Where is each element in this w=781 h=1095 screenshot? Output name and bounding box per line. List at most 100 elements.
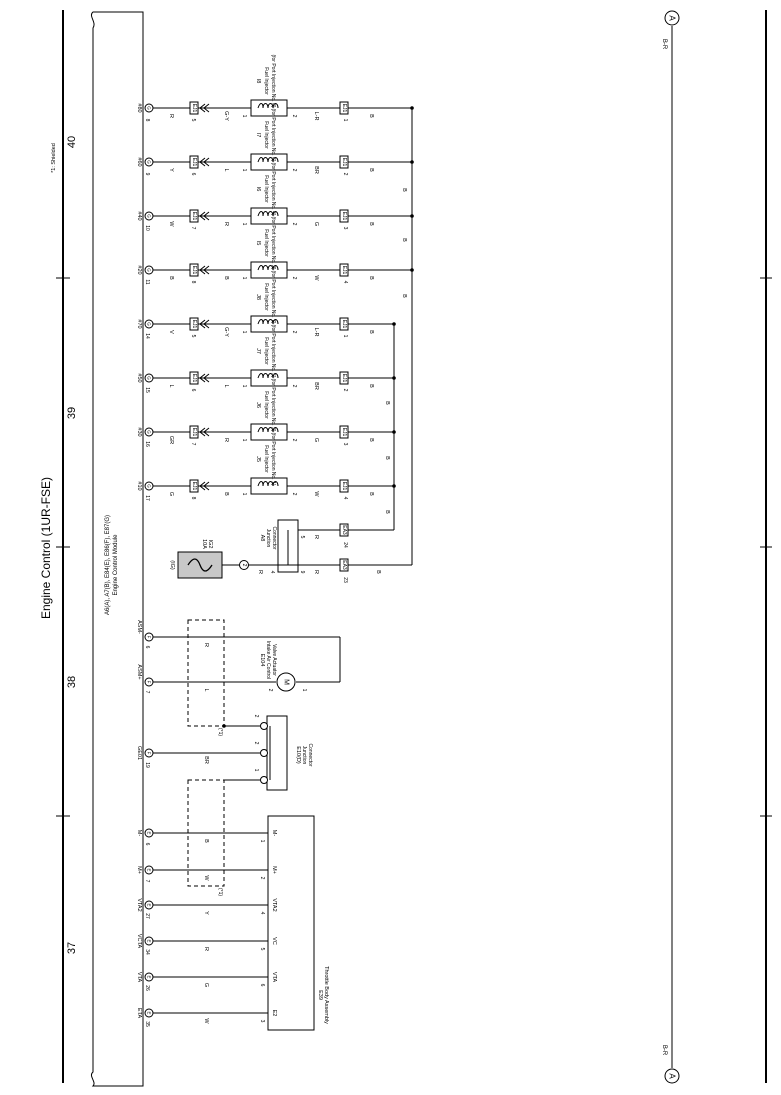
injector-ej-connector [189,371,199,385]
injector-wire-in-color: R [223,222,229,226]
injector-ej-connector [189,317,199,331]
injector-wire-in-color: L [223,384,229,387]
injector-wire-in-color: B [223,492,229,496]
injector-body [250,369,288,387]
ea3-bottom-connector-label: EA3 [341,560,347,570]
injector-ecm-pin-name: #20 [136,265,142,274]
ea3-top-connector [339,523,349,537]
injector-body [250,261,288,279]
throttle-wire-color: W [203,875,209,881]
injector-ej-out-connector-label: EJ1 [341,212,347,221]
iacv-shield-tag: (*1) [217,728,223,736]
junction-a8-pin: 5 [299,536,305,539]
throttle-ecm-pin-no: 27 [144,913,150,919]
page-number: 37 [66,942,78,954]
injector-wire-in-color: R [223,438,229,442]
junction-a8-ref: A8 [259,535,265,542]
injector-ej-connector [189,101,199,115]
injector-tail-wire-color: B [368,222,374,226]
injector-coil-icon [257,211,279,217]
injector-ej-chevron [199,427,210,437]
ge01-pin-name: GE01 [136,746,142,760]
junction-e10-name2: Connector [307,743,313,766]
injector-ecm-wire-color: G [168,492,174,496]
injector-ecm-conn: G [147,268,152,272]
injector-wire-out-color: G [313,222,319,226]
injector-ej-out-pin: 1 [342,335,348,338]
injector-ej-connector-label: EJ1 [191,482,197,491]
throttle-wire-color: G [203,983,209,987]
throttle-ecm-terminal [144,972,154,982]
injector-ej-out-connector-label: EJ1 [341,104,347,113]
injector-ref: J8 [255,294,261,300]
injector-ecm-pin-no: 16 [144,441,150,447]
iacv-name: Intake Air Control [265,641,271,679]
injector-ref: J6 [255,402,261,408]
injector-ecm-pin-name: #30 [136,427,142,436]
iacv-wire-color: R [203,643,209,647]
ge01-wire-color: BR [203,756,209,764]
fuse-node-circle [239,560,249,570]
iacv-dev-pin: 2 [267,689,273,692]
injector-ecm-wire-color: L [168,384,174,387]
injector-ecm-wire-color: GR [168,436,174,444]
injector-ej-out-pin: 3 [342,443,348,446]
throttle-ecm-pin-name: VCTA [136,934,142,949]
throttle-wire-color: Y [203,911,209,915]
throttle-body-box [267,815,315,1031]
injector-ecm-conn: G [147,484,152,488]
throttle-dev-pin: 1 [259,840,265,843]
injector-sub: (for Port Injection No. 3) [270,378,276,431]
injector-wire-out-color: L-R [313,328,319,337]
injector-ej-connector-label: EJ1 [191,266,197,275]
junction-a8-box [277,519,299,573]
injector-ecm-pin-no: 14 [144,333,150,339]
injector-name: Fuel Injector [263,229,269,257]
injector-ej-connector-label: EJ1 [191,428,197,437]
ea3-pin: 24 [342,542,348,548]
injector-coil-icon [257,427,279,433]
injector-coil-icon [257,157,279,163]
injector-coil-icon [257,265,279,271]
injector-ej-out-connector [339,263,349,277]
throttle-dev-label: VC [271,937,277,945]
injector-ej-out-connector-label: EJ1 [341,428,347,437]
injector-coil-pin-2: 2 [291,439,297,442]
ea3-top-connector-label: EA3 [341,525,347,535]
junction-e10-name: Junction [301,746,307,765]
injector-ej-connector-label: EJ1 [191,104,197,113]
injector-wire-in-color: L [223,168,229,171]
injector-ecm-pin-no: 11 [144,279,150,284]
ground-ref-top-circle [664,10,680,26]
injector-name: Fuel Injector [263,175,269,203]
injector-tail-wire-color: B [368,492,374,496]
fuse-rating: 10A [201,539,207,549]
injector-ecm-conn: G [147,214,152,218]
injector-wire-in-color: G-Y [223,111,229,121]
injector-body [250,207,288,225]
bus-wire-color: B [401,188,407,192]
injector-ecm-conn: G [147,430,152,434]
throttle-wire-color: B [203,839,209,843]
injector-ecm-conn: G [147,322,152,326]
injector-ej-pin: 5 [190,119,196,122]
junction-e10-terminal [260,749,268,757]
injector-sub: (for Port Injection No. 6) [270,108,276,161]
injector-ej-chevron [199,373,210,383]
injector-ref: I5 [255,241,261,246]
injector-coil-icon [257,103,279,109]
injector-ej-out-connector-label: EJ1 [341,374,347,383]
injector-name: Fuel Injector [263,445,269,473]
injector-sub: (for Port Injection No. 5) [270,324,276,377]
throttle-ecm-terminal [144,865,154,875]
throttle-ecm-pin-name: M+ [136,866,142,874]
throttle-wire-color: R [203,947,209,951]
injector-ej-connector-label: EJ1 [191,212,197,221]
injector-ej-connector-label: EJ1 [191,320,197,329]
injector-ecm-terminal [144,427,154,437]
injector-coil-pin-1: 1 [241,493,247,496]
injector-ecm-terminal [144,265,154,275]
injector-coil-icon [257,481,279,487]
iacv-motor-letter: M [283,679,290,685]
junction-a8-wire-color: R [313,535,319,539]
